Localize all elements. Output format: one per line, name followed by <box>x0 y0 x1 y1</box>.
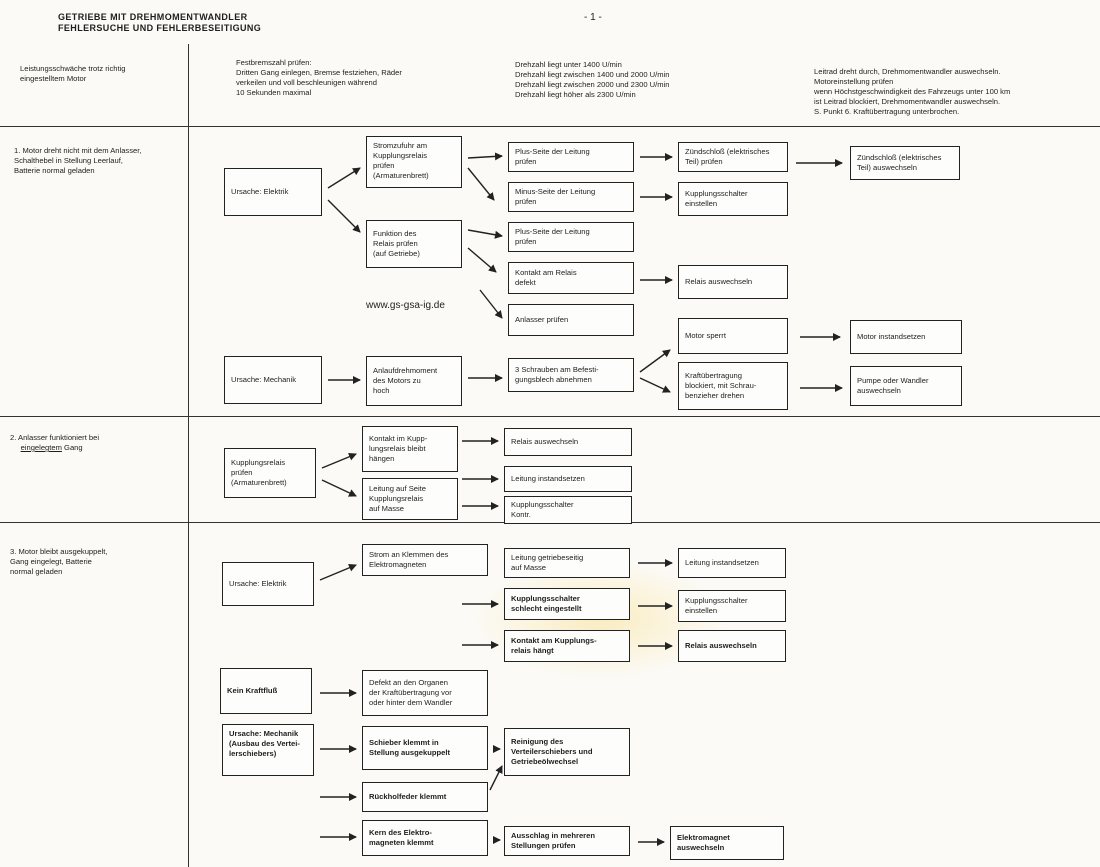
s2-wire-grounded: Leitung auf Seite Kupplungsrelais auf Ma… <box>362 478 458 520</box>
s1-pump-replace: Pumpe oder Wandler auswechseln <box>850 366 962 406</box>
s3-return-spring: Rückholfeder klemmt <box>362 782 488 812</box>
s1-relay-contact: Kontakt am Relais defekt <box>508 262 634 294</box>
s3-transmission-defect: Defekt an den Organen der Kraftübertragu… <box>362 670 488 716</box>
s1-clutch-switch: Kupplungsschalter einstellen <box>678 182 788 216</box>
s3-relay-replace: Relais auswechseln <box>678 630 786 662</box>
s2-relay-check: Kupplungsrelais prüfen (Armaturenbrett) <box>224 448 316 498</box>
s1-plus-side-1: Plus-Seite der Leitung prüfen <box>508 142 634 172</box>
s1-cause-mechanical: Ursache: Mechanik <box>224 356 322 404</box>
s2-contact-stuck: Kontakt im Kupp- lungsrelais bleibt häng… <box>362 426 458 472</box>
s1-starting-torque: Anlaufdrehmoment des Motors zu hoch <box>366 356 462 406</box>
s3-clutch-switch-adjust: Kupplungsschalter einstellen <box>678 590 786 622</box>
s3-wire-gearbox-ground: Leitung getriebeseitig auf Masse <box>504 548 630 578</box>
row-divider-1 <box>0 126 1100 127</box>
intro-rpm-ranges: Drehzahl liegt unter 1400 U/min Drehzahl… <box>515 60 670 99</box>
s1-plus-side-2: Plus-Seite der Leitung prüfen <box>508 222 634 252</box>
s3-core-stuck: Kern des Elektro- magneten klemmt <box>362 820 488 856</box>
s3-clutch-switch-misadjusted: Kupplungsschalter schlecht eingestellt <box>504 588 630 620</box>
s1-check-supply: Stromzufuhr am Kupplungsrelais prüfen (A… <box>366 136 462 188</box>
page-subtitle: FEHLERSUCHE UND FEHLERBESEITIGUNG <box>58 23 262 33</box>
s2-relay-replace: Relais auswechseln <box>504 428 632 456</box>
s3-valve-cleaning: Reinigung des Verteilerschiebers und Get… <box>504 728 630 776</box>
page-number: - 1 - <box>584 12 602 23</box>
s1-minus-side: Minus-Seite der Leitung prüfen <box>508 182 634 212</box>
intro-symptom: Leistungsschwäche trotz richtig eingeste… <box>20 64 126 83</box>
s1-transmission-blocked: Kraftübertragung blockiert, mit Schrau- … <box>678 362 788 410</box>
s1-engine-locks: Motor sperrt <box>678 318 788 354</box>
s3-current-terminals: Strom an Klemmen des Elektromagneten <box>362 544 488 576</box>
watermark: www.gs-gsa-ig.de <box>366 300 445 311</box>
s3-check-positions: Ausschlag in mehreren Stellungen prüfen <box>504 826 630 856</box>
section-3-title: 3. Motor bleibt ausgekuppelt, Gang einge… <box>10 547 108 576</box>
s1-relay-function: Funktion des Relais prüfen (auf Getriebe… <box>366 220 462 268</box>
s1-ignition-check: Zündschloß (elektrisches Teil) prüfen <box>678 142 788 172</box>
intro-actions: Leitrad dreht durch, Drehmomentwandler a… <box>814 67 1011 116</box>
s1-ignition-replace: Zündschloß (elektrisches Teil) auswechse… <box>850 146 960 180</box>
section-2-title-suffix: Gang <box>61 443 83 452</box>
section-2-title-underlined: eingelegtem <box>20 443 62 452</box>
s3-cause-electrical: Ursache: Elektrik <box>222 562 314 606</box>
s3-relay-contact-stuck: Kontakt am Kupplungs- relais hängt <box>504 630 630 662</box>
s3-valve-stuck: Schieber klemmt in Stellung ausgekuppelt <box>362 726 488 770</box>
s3-solenoid-replace: Elektromagnet auswechseln <box>670 826 784 860</box>
s3-no-power-flow: Kein Kraftfluß <box>220 668 312 714</box>
column-divider <box>188 44 189 867</box>
s3-cause-mechanical: Ursache: Mechanik (Ausbau des Vertei- le… <box>222 724 314 776</box>
page-title: GETRIEBE MIT DREHMOMENTWANDLER <box>58 12 248 22</box>
section-2-title: 2. Anlasser funktioniert bei eingelegtem… <box>10 433 99 453</box>
s1-cause-electrical: Ursache: Elektrik <box>224 168 322 216</box>
s1-starter-check: Anlasser prüfen <box>508 304 634 336</box>
section-2-title-line1: 2. Anlasser funktioniert bei <box>10 433 100 442</box>
s1-engine-repair: Motor instandsetzen <box>850 320 962 354</box>
s2-wiring-repair: Leitung instandsetzen <box>504 466 632 492</box>
s2-clutch-switch-check: Kupplungsschalter Kontr. <box>504 496 632 524</box>
s1-relay-replace: Relais auswechseln <box>678 265 788 299</box>
section-1-title: 1. Motor dreht nicht mit dem Anlasser, S… <box>14 146 142 175</box>
s1-remove-screws: 3 Schrauben am Befesti- gungsblech abneh… <box>508 358 634 392</box>
intro-procedure: Festbremszahl prüfen: Dritten Gang einle… <box>236 58 402 97</box>
s3-wiring-repair: Leitung instandsetzen <box>678 548 786 578</box>
row-divider-2 <box>0 416 1100 417</box>
